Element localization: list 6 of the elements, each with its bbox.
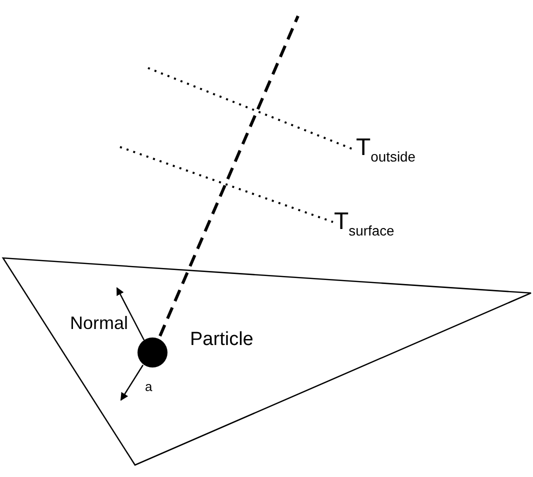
- vector-label: a: [145, 379, 152, 394]
- triangle-region: [2, 257, 532, 467]
- temperature-label: T$_{outside}$: [356, 134, 416, 164]
- normal-label: Normal: [70, 313, 128, 334]
- particle-label: Particle: [190, 329, 254, 351]
- temperature-label: T$_{surface}$: [334, 208, 394, 238]
